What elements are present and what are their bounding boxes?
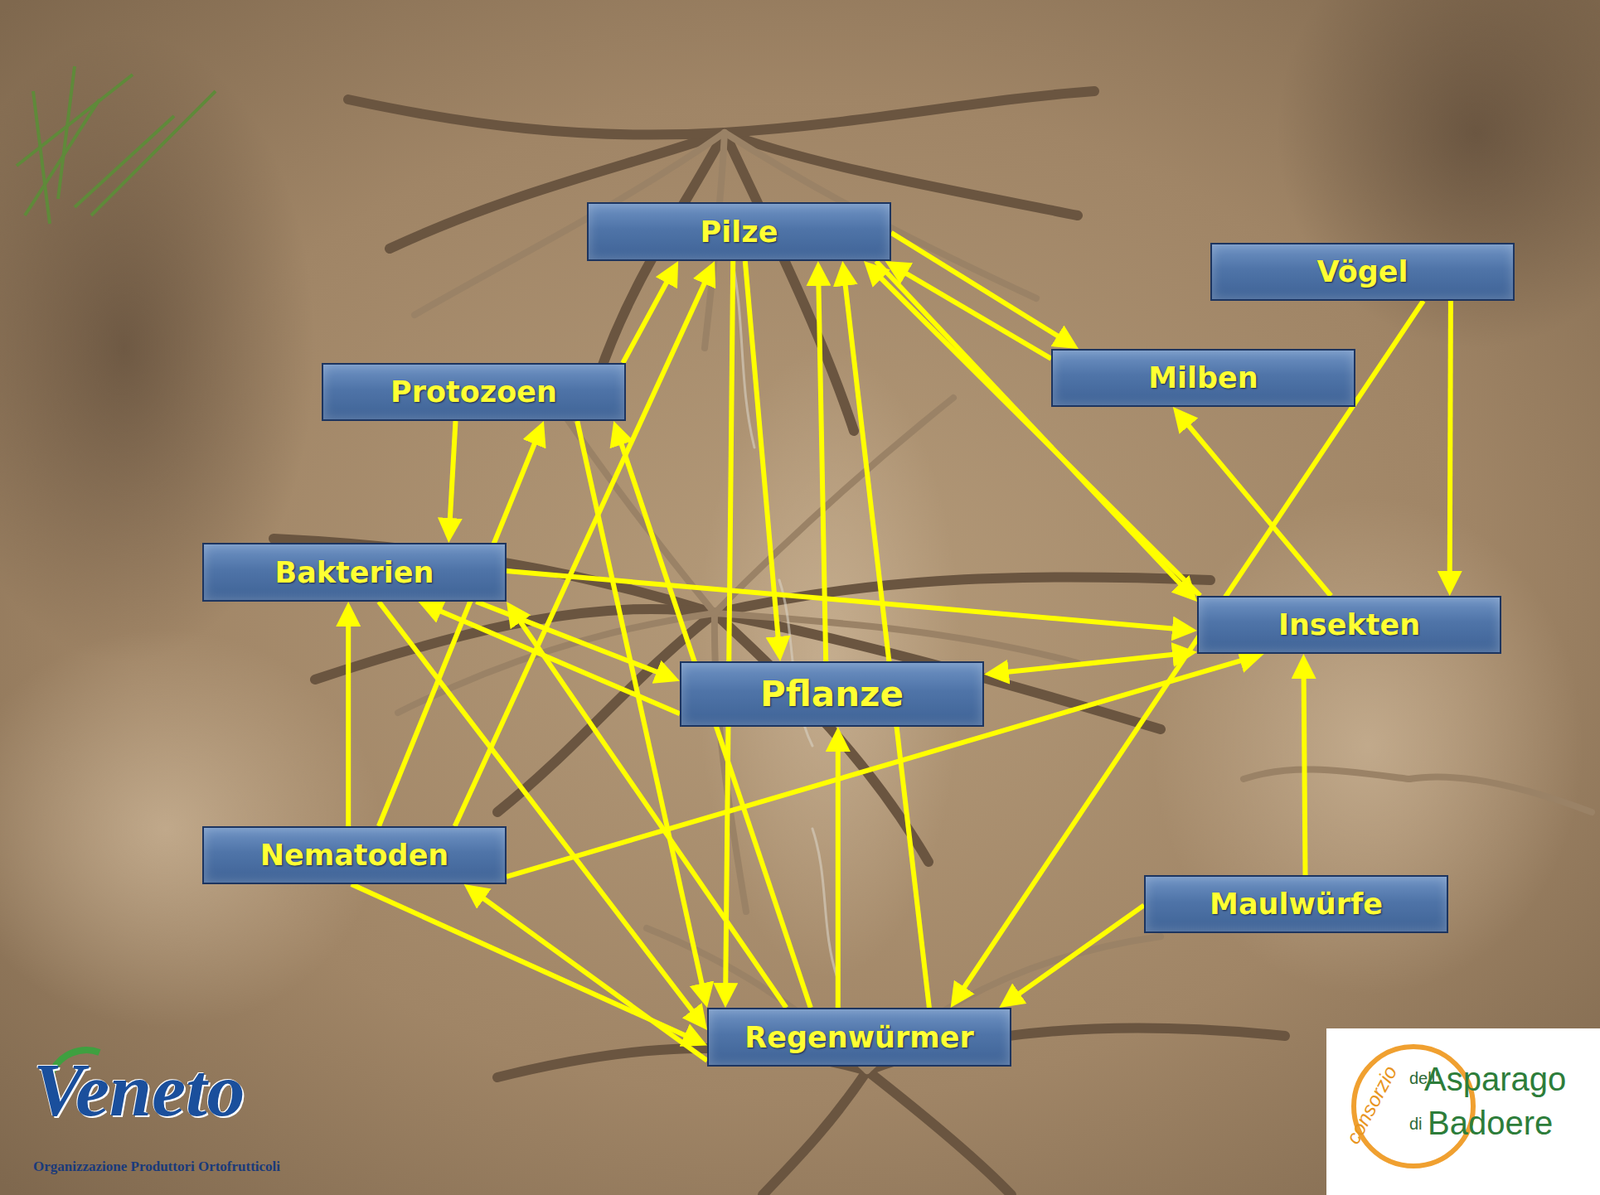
box-label: Protozoen [390,375,558,409]
arrow-connector [871,268,1201,597]
arrow-connector [1449,300,1451,587]
arrow-connector [1179,414,1332,597]
food-web-box: Vögel [1210,242,1515,301]
arrow-connector [993,653,1188,674]
arrow-connector [506,656,1255,878]
box-label: Nematoden [260,838,450,873]
arrow-connector [378,430,541,827]
logo-small-text: di [1409,1115,1423,1135]
arrow-connector [725,261,733,999]
food-web-box: Insekten [1197,596,1502,655]
logo-subtitle: Organizzazione Produttori Ortofrutticoli [33,1158,281,1176]
box-label: Regenwürmer [744,1021,974,1055]
arrow-connector [1007,905,1145,1003]
food-web-box: Bakterien [202,543,507,602]
box-label: Pilze [700,215,779,249]
arrow-connector [818,271,826,662]
box-label: Pflanze [760,673,904,715]
food-web-box: Protozoen [321,363,626,422]
logo-name: Asparago [1424,1061,1567,1099]
arrow-connector [427,606,680,715]
arrow-connector [1304,664,1306,876]
arrow-connector [471,890,708,1062]
box-label: Milben [1148,361,1259,395]
box-label: Bakterien [275,556,435,590]
arrow-connector [835,736,841,1009]
food-web-box: Milben [1051,349,1356,408]
soil-light [1152,497,1584,995]
box-label: Maulwürfe [1209,887,1383,922]
logo-name: Badoere [1427,1105,1553,1143]
food-web-box: Maulwürfe [1144,875,1449,934]
arrow-connector [891,232,1071,345]
food-web-box: Pflanze [679,661,985,728]
arrow-connector [449,421,456,534]
grass [16,66,216,224]
food-web-box: Pilze [586,202,892,262]
arrow-connector [843,271,930,1009]
food-web-box: Regenwürmer [707,1008,1012,1067]
arrow-connector [622,270,674,364]
arrow-connector [475,601,671,678]
box-label: Vögel [1316,255,1408,289]
arrow-connector [506,571,1188,631]
arrow-connector [345,611,351,827]
box-label: Insekten [1278,608,1421,642]
logo-panel [1326,1028,1600,1195]
logo-wordmark: Veneto [33,1046,246,1135]
food-web-box: Nematoden [202,826,507,885]
